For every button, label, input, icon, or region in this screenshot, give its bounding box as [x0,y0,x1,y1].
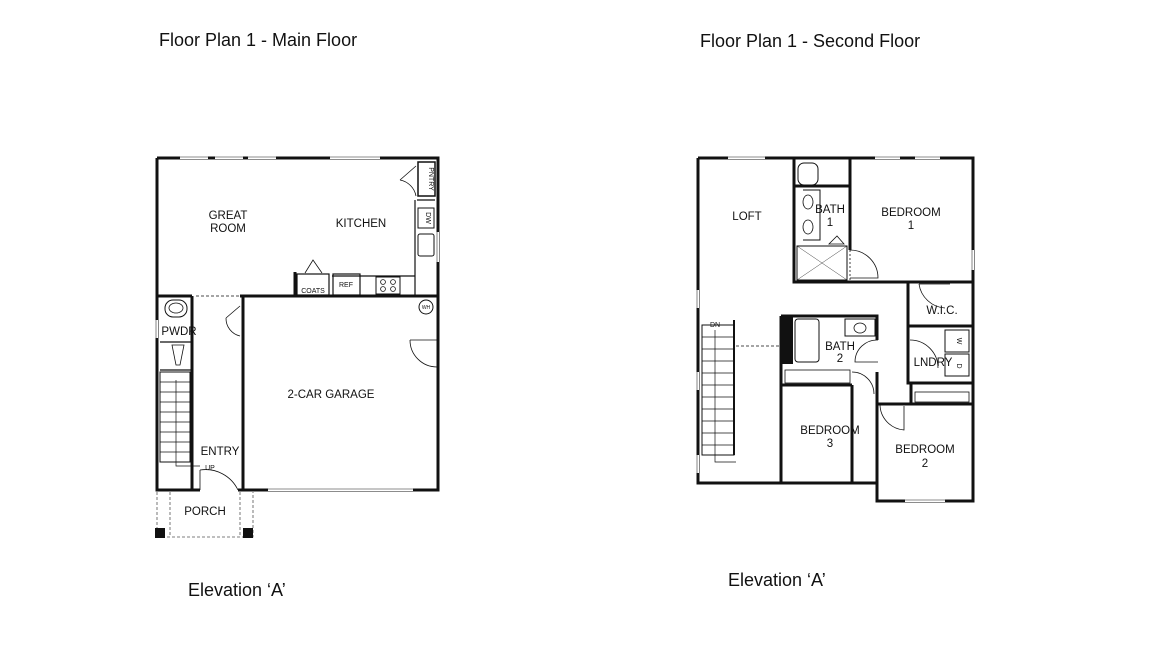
range [375,276,401,295]
great-room-label: GREAT [209,210,248,222]
main-floor-windows [155,156,440,492]
main-floor-plan [155,156,440,538]
wic-label: W.I.C. [926,305,957,317]
second-floor-labels: LOFT BATH 1 BEDROOM 1 W.I.C. DN BATH 2 L… [710,204,962,470]
up-label: UP [205,465,215,472]
main-floor-labels: GREAT ROOM KITCHEN PNTRY DW COATS REF WH… [161,167,434,518]
dryer-label: D [955,363,962,368]
bath2-tub [794,318,820,363]
bath2-number: 2 [837,353,843,365]
porch [156,492,254,538]
second-floor-interior-walls [779,158,973,483]
entry-label: ENTRY [201,446,240,458]
bedroom2-number: 2 [922,458,928,470]
second-floor-elevation-caption: Elevation ‘A’ [728,570,826,590]
second-floor-stairs [701,320,780,463]
kitchen-label: KITCHEN [336,218,386,230]
bedroom1-number: 1 [908,220,914,232]
water-heater [418,299,434,315]
bedroom2-label: BEDROOM [895,444,954,456]
dn-label: DN [710,322,720,329]
kitchen-sink [417,233,435,257]
bath1-number: 1 [827,217,833,229]
pwdr-toilet [164,299,188,318]
coats-closet [296,273,330,296]
bath2-vanity [844,318,876,337]
dishwasher-label: DW [424,212,431,224]
main-floor-exterior-wall [155,156,440,492]
lndry-label: LNDRY [914,357,953,369]
main-floor-stairs [159,371,200,467]
garage-label: 2-CAR GARAGE [288,389,375,401]
main-floor-interior-walls [157,272,438,490]
bedroom1-label: BEDROOM [881,207,940,219]
bath1-shower [796,245,848,281]
main-floor-elevation-caption: Elevation ‘A’ [188,580,286,600]
bath1-toilet [797,162,819,186]
bath2-label: BATH [825,341,855,353]
bedroom3-label: BEDROOM [800,425,859,437]
pwdr-label: PWDR [161,326,196,338]
water-heater-label: WH [422,305,431,311]
coats-label: COATS [301,288,325,295]
great-room-label-2: ROOM [210,223,246,235]
loft-label: LOFT [732,211,761,223]
porch-label: PORCH [184,506,226,518]
bath2-tub-wall [781,316,793,364]
pantry-closet [417,161,436,197]
second-floor-exterior-wall [696,156,975,503]
bedroom3-number: 3 [827,438,833,450]
refrigerator [332,273,361,296]
second-floor-plan [696,156,975,503]
washer-label: W [955,338,962,345]
second-floor-title: Floor Plan 1 - Second Floor [700,31,921,51]
dishwasher [417,207,435,229]
dryer [944,353,970,377]
washer [944,329,970,353]
bath1-label: BATH [815,204,845,216]
pantry-label: PNTRY [427,167,434,191]
main-floor-title: Floor Plan 1 - Main Floor [159,30,358,50]
ref-label: REF [339,282,353,289]
